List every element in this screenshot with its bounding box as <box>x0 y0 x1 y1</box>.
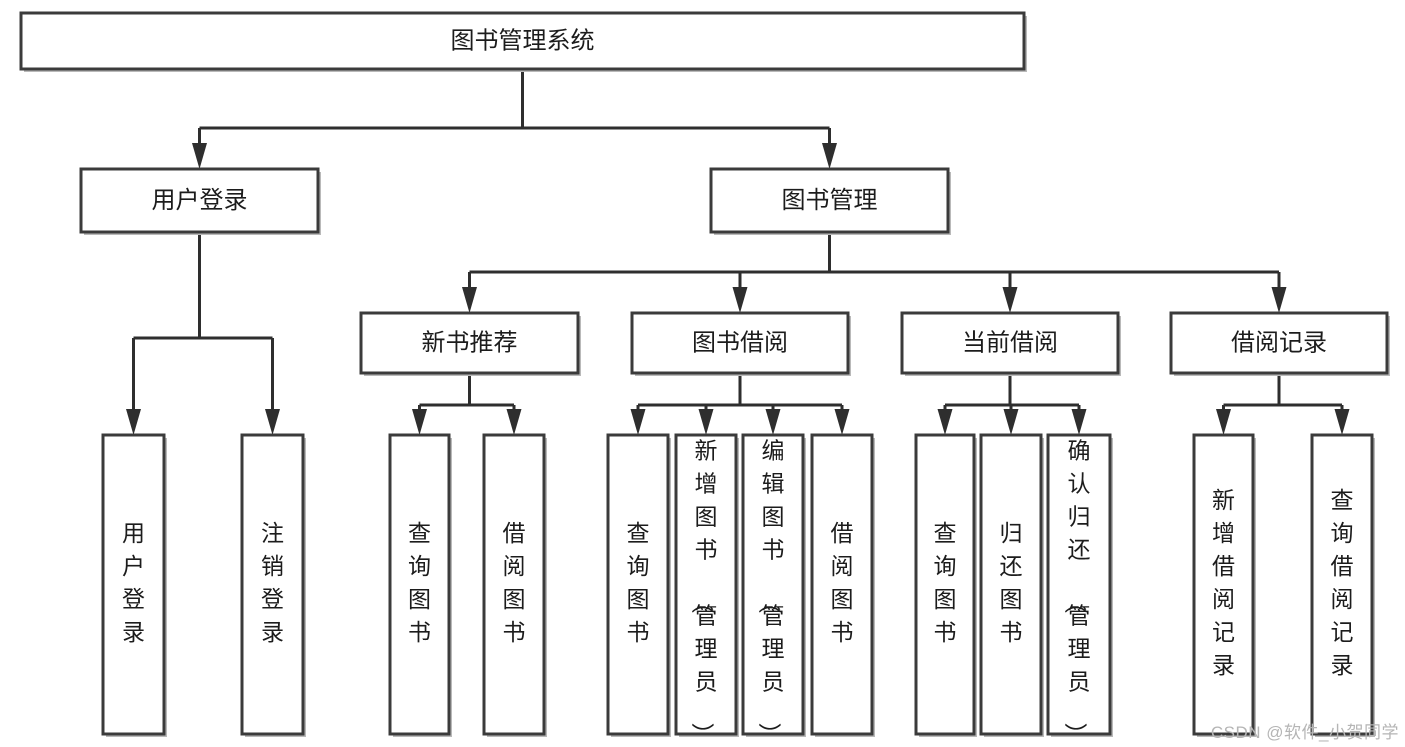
connector-l2_1-to-leaf_2 <box>198 232 280 435</box>
connector-l2_2-to-l3_2 <box>732 232 831 313</box>
node-box <box>674 433 738 736</box>
node-label: 图书管理 <box>782 187 878 214</box>
node-label: 查询借阅记录 <box>1331 487 1354 678</box>
node-label: 借阅记录 <box>1231 329 1327 356</box>
node-leaf_7[interactable]: 编辑图书（管理员） <box>741 433 806 746</box>
node-l3_3[interactable]: 当前借阅 <box>900 311 1121 376</box>
connector-l3_3-to-leaf_9 <box>937 373 1012 435</box>
node-box <box>388 433 451 736</box>
node-l2_1[interactable]: 用户登录 <box>79 167 321 235</box>
node-leaf_10[interactable]: 归还图书 <box>979 433 1044 737</box>
node-box <box>914 433 976 736</box>
node-label: 图书管理系统 <box>451 27 595 54</box>
node-box <box>1169 311 1389 375</box>
node-label: 用户登录 <box>122 520 145 645</box>
connector-l2_1-to-leaf_1 <box>126 232 201 435</box>
node-box <box>482 433 546 736</box>
node-box <box>19 11 1026 71</box>
connector-root-to-l2_1 <box>192 69 524 169</box>
connector-l3_1-to-leaf_3 <box>412 373 471 435</box>
node-leaf_1[interactable]: 用户登录 <box>101 433 167 737</box>
node-box <box>741 433 805 736</box>
node-leaf_5[interactable]: 查询图书 <box>606 433 671 737</box>
node-box <box>1046 433 1112 736</box>
node-label: 借阅图书 <box>831 520 854 645</box>
node-box <box>1192 433 1255 736</box>
node-root[interactable]: 图书管理系统 <box>19 11 1027 72</box>
node-box <box>630 311 850 375</box>
node-label: 归还图书 <box>1000 520 1023 645</box>
node-label: 图书借阅 <box>692 329 788 356</box>
connector-l3_4-to-leaf_12 <box>1216 373 1281 435</box>
connector-l2_2-to-l3_4 <box>828 232 1287 313</box>
node-label: 注销登录 <box>261 520 284 645</box>
node-leaf_2[interactable]: 注销登录 <box>240 433 306 737</box>
node-box <box>900 311 1120 375</box>
node-box <box>240 433 305 736</box>
node-l3_2[interactable]: 图书借阅 <box>630 311 851 376</box>
node-box <box>1310 433 1374 736</box>
node-label: 新增图书（管理员） <box>690 438 718 746</box>
node-leaf_4[interactable]: 借阅图书 <box>482 433 547 737</box>
node-leaf_11[interactable]: 确认归还（管理员） <box>1046 433 1113 746</box>
connector-l3_3-to-leaf_11 <box>1008 373 1087 435</box>
connector-l3_4-to-leaf_13 <box>1277 373 1350 435</box>
node-l3_4[interactable]: 借阅记录 <box>1169 311 1390 376</box>
node-leaf_13[interactable]: 查询借阅记录 <box>1310 433 1375 737</box>
node-label: 当前借阅 <box>962 329 1058 356</box>
node-leaf_12[interactable]: 新增借阅记录 <box>1192 433 1256 737</box>
node-leaf_9[interactable]: 查询图书 <box>914 433 977 737</box>
node-leaf_3[interactable]: 查询图书 <box>388 433 452 737</box>
node-box <box>606 433 670 736</box>
node-l3_1[interactable]: 新书推荐 <box>359 311 581 376</box>
node-box <box>79 167 320 234</box>
node-label: 借阅图书 <box>503 520 526 645</box>
node-label: 查询图书 <box>934 520 957 645</box>
connector-layer <box>126 69 1350 435</box>
node-box <box>810 433 874 736</box>
node-label: 编辑图书（管理员） <box>757 438 785 746</box>
node-label: 查询图书 <box>627 520 650 645</box>
connector-l3_1-to-leaf_4 <box>468 373 522 435</box>
connector-root-to-l2_2 <box>521 69 837 169</box>
node-box <box>709 167 950 234</box>
node-l2_2[interactable]: 图书管理 <box>709 167 951 235</box>
node-box <box>101 433 166 736</box>
node-box <box>979 433 1043 736</box>
node-label: 查询图书 <box>408 520 431 645</box>
node-label: 新增借阅记录 <box>1212 487 1235 678</box>
node-label: 新书推荐 <box>422 329 518 356</box>
node-layer: 图书管理系统用户登录图书管理新书推荐图书借阅当前借阅借阅记录用户登录注销登录查询… <box>19 11 1390 746</box>
node-leaf_6[interactable]: 新增图书（管理员） <box>674 433 739 746</box>
connector-l3_2-to-leaf_8 <box>738 373 850 435</box>
node-label: 确认归还（管理员） <box>1063 438 1091 746</box>
node-leaf_8[interactable]: 借阅图书 <box>810 433 875 737</box>
node-box <box>359 311 580 375</box>
node-label: 用户登录 <box>152 187 248 214</box>
